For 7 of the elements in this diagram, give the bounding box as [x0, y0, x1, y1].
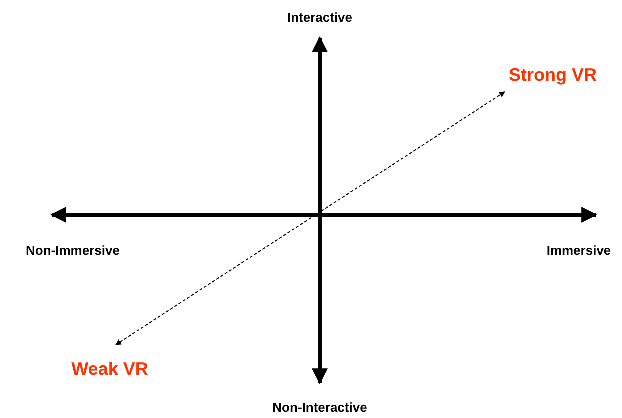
axis-label: Immersive — [546, 242, 612, 260]
quadrant-label: Weak VR — [66, 357, 154, 381]
quadrant-label: Strong VR — [498, 63, 608, 87]
axis-label: Interactive — [286, 9, 354, 27]
axis-label: Non-Immersive — [25, 242, 121, 260]
dashed-arrow — [116, 92, 506, 346]
axis-label: Non-Interactive — [272, 399, 368, 417]
